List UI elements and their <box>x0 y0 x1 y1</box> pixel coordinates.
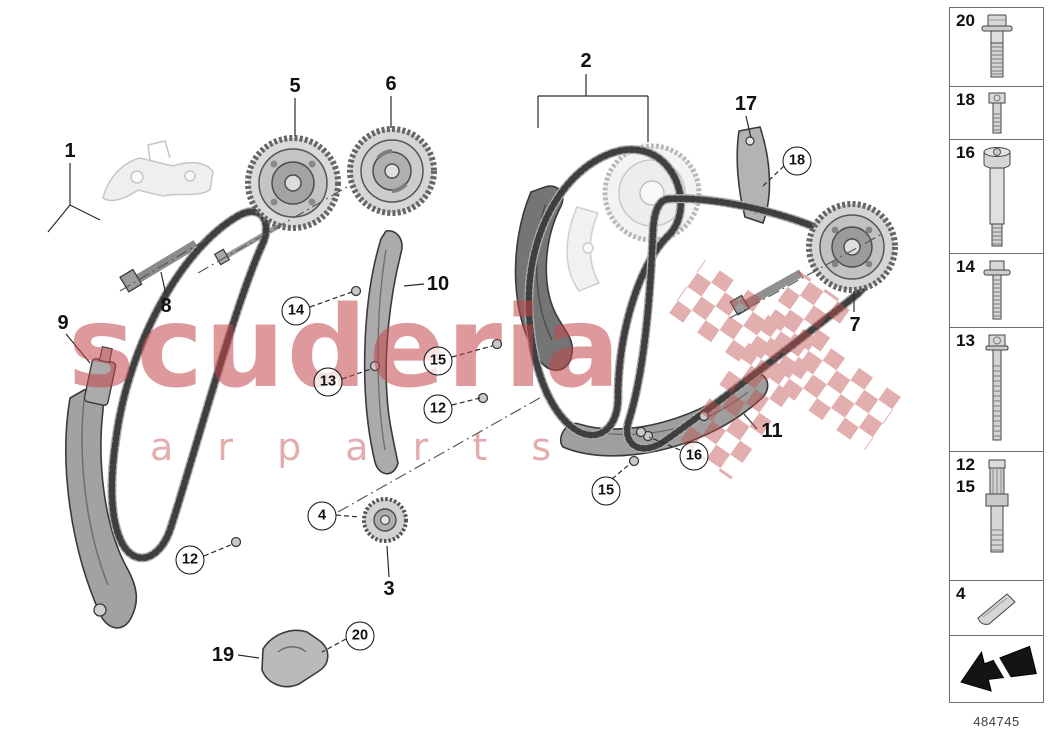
ghost-tensioner <box>566 206 601 292</box>
callout-15a[interactable]: 15 <box>423 346 453 376</box>
callout-8[interactable]: 8 <box>160 295 172 317</box>
callout-13[interactable]: 13 <box>313 367 343 397</box>
document-number: 484745 <box>973 714 1020 729</box>
callout-3[interactable]: 3 <box>383 578 395 600</box>
direction-arrow-icon <box>959 645 1037 692</box>
callout-14[interactable]: 14 <box>281 296 311 326</box>
legend-number-13: 13 <box>956 331 975 350</box>
callout-10[interactable]: 10 <box>426 273 450 295</box>
fastener-legend: 20 18 16 <box>949 7 1044 703</box>
flange-bolt-icon <box>983 260 1010 319</box>
chain-tensioner-9 <box>83 346 117 406</box>
callout-2[interactable]: 2 <box>580 50 592 72</box>
bolt-8 <box>119 240 199 293</box>
vanos-gear-7 <box>806 201 898 293</box>
shoulder-screw-icon <box>983 146 1010 246</box>
legend-number-20: 20 <box>956 11 975 30</box>
timing-chain-center <box>524 145 686 440</box>
callout-18[interactable]: 18 <box>782 146 812 176</box>
chain-guide-19 <box>261 629 329 688</box>
legend-number-12: 12 <box>956 455 975 474</box>
callout-11[interactable]: 11 <box>761 420 783 442</box>
callout-4[interactable]: 4 <box>307 501 337 531</box>
legend-item-direction[interactable] <box>949 635 1044 703</box>
callout-7[interactable]: 7 <box>849 314 861 336</box>
legend-item-14[interactable]: 14 <box>949 253 1044 328</box>
small-bolt-heads <box>230 285 710 548</box>
legend-item-20[interactable]: 20 <box>949 7 1044 87</box>
timing-gear-diagram <box>47 74 902 688</box>
cylinder-head-bolt-icon <box>988 92 1005 134</box>
leader-lines <box>47 74 855 659</box>
legend-number-15: 15 <box>956 477 975 496</box>
legend-item-18[interactable]: 18 <box>949 86 1044 140</box>
legend-item-4[interactable]: 4 <box>949 580 1044 636</box>
vanos-gear-5 <box>245 135 341 231</box>
callout-5[interactable]: 5 <box>289 75 301 97</box>
legend-item-16[interactable]: 16 <box>949 139 1044 254</box>
guide-rail-10 <box>363 229 403 475</box>
stud-pin-icon <box>985 459 1008 553</box>
legend-item-13[interactable]: 13 <box>949 327 1044 452</box>
callout-15b[interactable]: 15 <box>591 476 621 506</box>
legend-number-4: 4 <box>956 584 966 603</box>
vanos-gear-6 <box>347 126 437 216</box>
legend-number-18: 18 <box>956 90 975 109</box>
callout-12b[interactable]: 12 <box>175 545 205 575</box>
legend-number-14: 14 <box>956 257 975 276</box>
woodruff-key-icon <box>976 593 1016 625</box>
callout-6[interactable]: 6 <box>385 73 397 95</box>
callout-9[interactable]: 9 <box>57 312 69 334</box>
callout-12a[interactable]: 12 <box>423 394 453 424</box>
callout-20[interactable]: 20 <box>345 621 375 651</box>
legend-item-12-15[interactable]: 12 15 <box>949 451 1044 581</box>
hex-flange-bolt-icon <box>981 14 1012 78</box>
tensioner-rail-left <box>65 388 138 629</box>
callout-1[interactable]: 1 <box>64 140 76 162</box>
callout-16[interactable]: 16 <box>679 441 709 471</box>
checkered-flag-watermark <box>668 259 902 480</box>
ghost-cam-bracket <box>102 140 214 202</box>
camshaft-sprocket-ghost <box>602 143 702 243</box>
sprocket-3 <box>362 497 408 543</box>
callout-17[interactable]: 17 <box>734 93 758 115</box>
callout-19[interactable]: 19 <box>211 644 235 666</box>
legend-number-16: 16 <box>956 143 975 162</box>
long-bolt-icon <box>985 334 1008 440</box>
timing-chain-left <box>107 207 271 563</box>
